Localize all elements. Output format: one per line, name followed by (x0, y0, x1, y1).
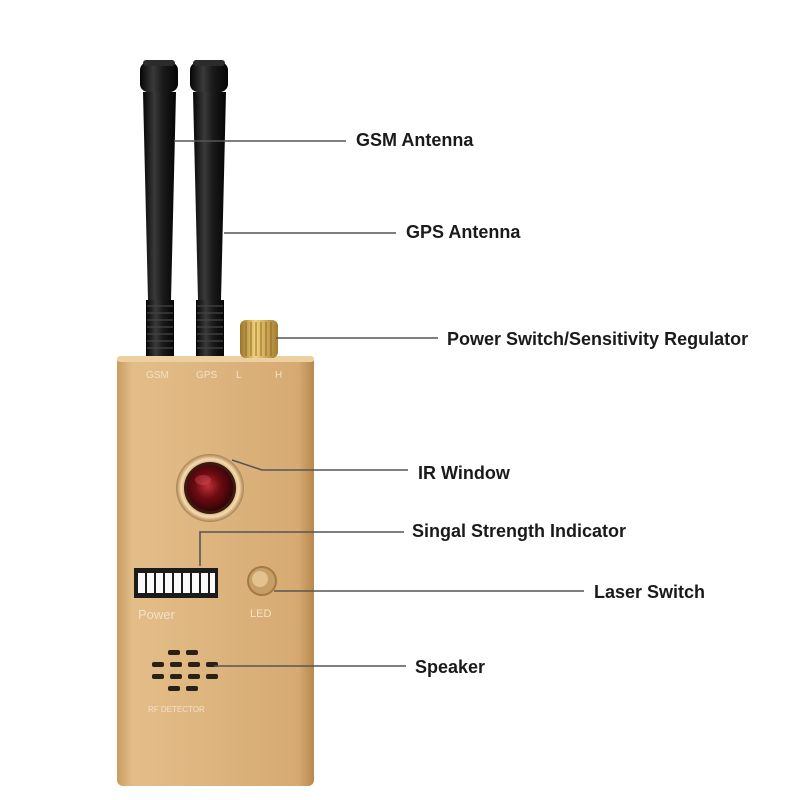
power-switch-label: Power Switch/Sensitivity Regulator (447, 329, 749, 349)
signal-strength-indicator (134, 568, 218, 598)
gsm-antenna (140, 60, 178, 356)
signal-leader-line (199, 531, 404, 566)
ir-window (176, 454, 244, 522)
ir-window-label: IR Window (418, 463, 510, 483)
gsm-antenna-label: GSM Antenna (356, 130, 474, 150)
gps-port-print: GPS (196, 370, 217, 381)
gps-antenna (190, 60, 228, 356)
signal-indicator-label: Singal Strength Indicator (412, 521, 627, 541)
speaker-label: Speaker (415, 657, 486, 677)
low-print: L (236, 370, 242, 381)
high-print: H (275, 370, 282, 381)
power-knob[interactable] (240, 320, 278, 358)
brand-print: RF DETECTOR (148, 705, 205, 714)
led-print: LED (250, 608, 271, 620)
ir-leader-line (231, 459, 408, 471)
speaker-grille (152, 650, 218, 691)
power-print: Power (138, 607, 176, 622)
gsm-port-print: GSM (146, 370, 169, 381)
laser-switch-button[interactable] (247, 566, 277, 596)
device-body-top-edge (117, 356, 314, 362)
laser-switch-label: Laser Switch (594, 582, 706, 602)
gps-antenna-label: GPS Antenna (406, 222, 521, 242)
